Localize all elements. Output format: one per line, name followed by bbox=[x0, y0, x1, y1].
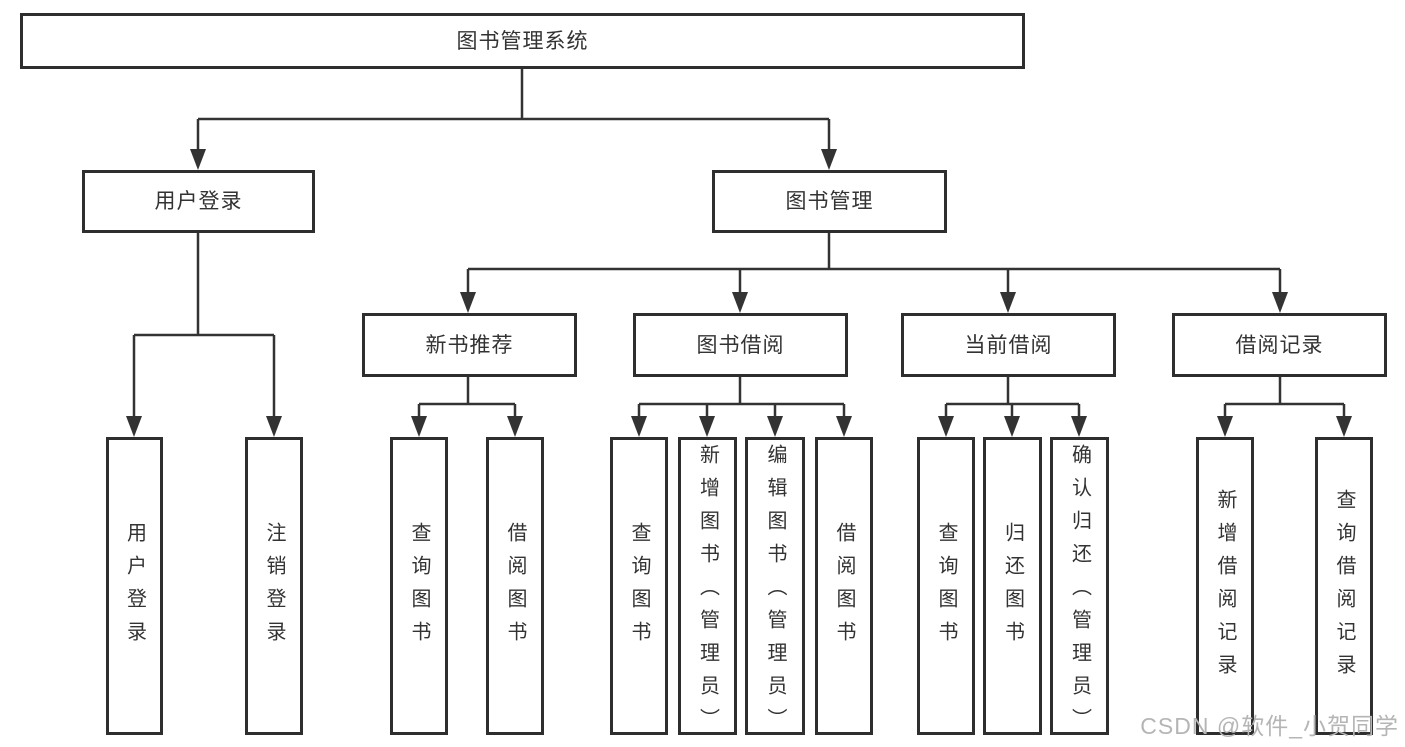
arrow-borrow-records bbox=[1272, 292, 1288, 313]
connector-book-borrow-fork bbox=[637, 377, 846, 418]
arrow-book-borrow bbox=[732, 292, 748, 313]
node-root: 图书管理系统 bbox=[20, 13, 1025, 69]
arrow-leaf-confirm-return-admin bbox=[1071, 416, 1087, 437]
arrow-leaf-borrow-books-recommend bbox=[507, 416, 523, 437]
node-leaf-query-books-current: 查询图书 bbox=[917, 437, 975, 735]
arrow-user-login bbox=[190, 149, 206, 170]
node-current-borrow: 当前借阅 bbox=[901, 313, 1116, 377]
connector-user-login-fork bbox=[132, 233, 276, 418]
arrow-leaf-logout bbox=[266, 416, 282, 437]
node-leaf-edit-book-admin: 编辑图书（管理员） bbox=[745, 437, 805, 741]
node-leaf-confirm-return-admin: 确认归还（管理员） bbox=[1050, 437, 1109, 741]
node-leaf-query-books-borrow: 查询图书 bbox=[610, 437, 668, 735]
node-borrow-records: 借阅记录 bbox=[1172, 313, 1387, 377]
connector-book-management-fork bbox=[466, 233, 1282, 293]
arrow-current-borrow bbox=[1000, 292, 1016, 313]
connector-current-borrow-fork bbox=[944, 377, 1081, 418]
node-leaf-logout: 注销登录 bbox=[245, 437, 303, 735]
node-leaf-query-borrow-record: 查询借阅记录 bbox=[1315, 437, 1373, 735]
node-new-book-recommend: 新书推荐 bbox=[362, 313, 577, 377]
arrow-leaf-return-book bbox=[1004, 416, 1020, 437]
node-leaf-add-book-admin: 新增图书（管理员） bbox=[678, 437, 737, 741]
node-book-borrow: 图书借阅 bbox=[633, 313, 848, 377]
arrow-new-book-recommend bbox=[460, 292, 476, 313]
node-leaf-add-borrow-record: 新增借阅记录 bbox=[1196, 437, 1254, 735]
connector-new-book-recommend-fork bbox=[417, 377, 517, 418]
csdn-watermark: CSDN @软件_小贺同学 bbox=[1140, 713, 1399, 739]
arrow-leaf-borrow-books-borrow bbox=[836, 416, 852, 437]
node-leaf-user-login: 用户登录 bbox=[106, 437, 163, 735]
arrow-leaf-query-books-borrow bbox=[631, 416, 647, 437]
node-book-management: 图书管理 bbox=[712, 170, 947, 233]
connector-borrow-records-fork bbox=[1223, 377, 1346, 418]
arrow-leaf-query-borrow-record bbox=[1336, 416, 1352, 437]
node-leaf-borrow-books-borrow: 借阅图书 bbox=[815, 437, 873, 735]
arrow-leaf-add-borrow-record bbox=[1217, 416, 1233, 437]
node-leaf-return-book: 归还图书 bbox=[983, 437, 1042, 735]
connector-root-fork bbox=[196, 69, 831, 150]
arrow-leaf-query-books-current bbox=[938, 416, 954, 437]
arrow-leaf-query-books-recommend bbox=[411, 416, 427, 437]
arrow-leaf-user-login bbox=[126, 416, 142, 437]
arrow-leaf-add-book-admin bbox=[699, 416, 715, 437]
node-leaf-query-books-recommend: 查询图书 bbox=[390, 437, 448, 735]
arrow-book-management bbox=[821, 149, 837, 170]
node-user-login: 用户登录 bbox=[82, 170, 315, 233]
node-leaf-borrow-books-recommend: 借阅图书 bbox=[486, 437, 544, 735]
arrow-leaf-edit-book-admin bbox=[767, 416, 783, 437]
